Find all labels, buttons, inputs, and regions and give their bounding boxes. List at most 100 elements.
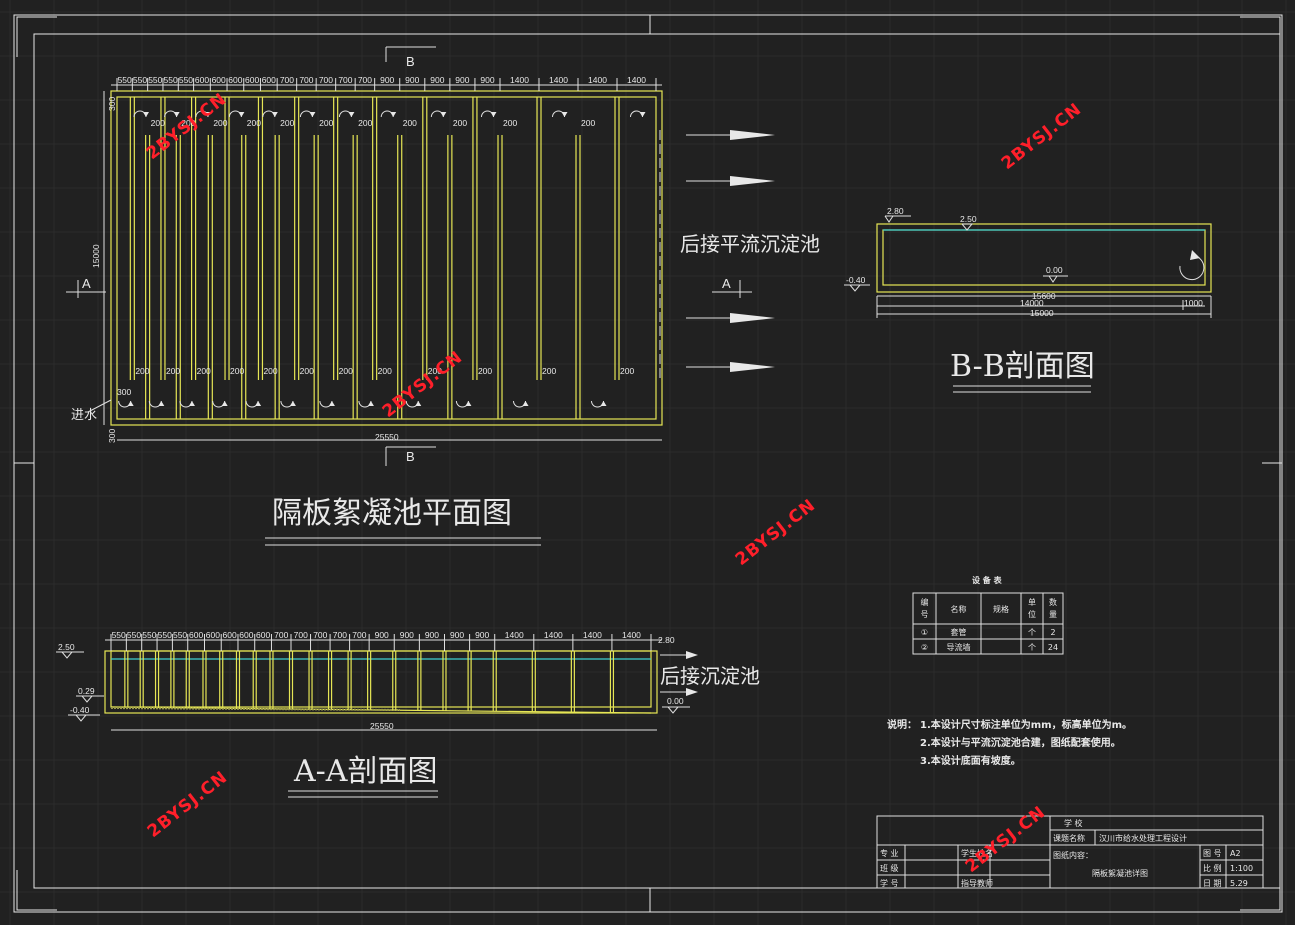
- aa-top-dim: 550: [127, 630, 141, 640]
- aa-length-dim: 25550: [370, 721, 394, 731]
- plan-top-dim: 600: [228, 75, 242, 85]
- aa-top-dim: 550: [142, 630, 156, 640]
- bb-section: 15600 14000 1000 15000 2.80 2.50 0.00 -0…: [844, 206, 1212, 393]
- gap-label: 200: [319, 118, 333, 128]
- gap-label: 200: [166, 366, 180, 376]
- aa-baffle-walls: [124, 651, 615, 713]
- aa-top-dim: 700: [313, 630, 327, 640]
- gap-label: 200: [542, 366, 556, 376]
- tb-date-label: 日 期: [1203, 879, 1222, 888]
- flow-turn-head: [309, 112, 316, 117]
- flow-turn-head: [204, 112, 211, 117]
- aa-top-dim: 1400: [505, 630, 524, 640]
- gap-label: 200: [478, 366, 492, 376]
- aa-top-dim: 900: [450, 630, 464, 640]
- equipment-cell: 2: [1050, 628, 1055, 637]
- aa-top-dim: 550: [112, 630, 126, 640]
- flow-turn-head: [173, 112, 180, 117]
- equipment-headers: 编号名称规格单位数量: [921, 597, 1058, 619]
- watermark: 2BYSJ.CN: [962, 802, 1050, 877]
- gap-label: 200: [247, 118, 261, 128]
- tb-advisor: 指导教师: [961, 878, 993, 888]
- bb-el-water: 2.50: [960, 214, 977, 224]
- plan-top-dim: 1400: [510, 75, 529, 85]
- flow-turn-head: [158, 401, 165, 406]
- gap-label: 200: [403, 118, 417, 128]
- flow-turn-arrow: [212, 400, 226, 408]
- bb-el-top: 2.80: [887, 206, 904, 216]
- flow-turn-head: [188, 401, 195, 406]
- tb-major: 专 业: [880, 848, 899, 858]
- aa-el-029: 0.29: [78, 686, 95, 696]
- gap-label: 200: [378, 366, 392, 376]
- plan-top-dim: 550: [118, 75, 132, 85]
- flow-turn-head: [127, 401, 134, 406]
- drawing-frame: [13, 14, 1283, 913]
- gap-label: 200: [620, 366, 634, 376]
- flow-turn-head: [348, 112, 355, 117]
- plan-top-dim: 900: [455, 75, 469, 85]
- design-notes: 说明： 1.本设计尺寸标注单位为mm，标高单位为m。 2.本设计与平流沉淀池合建…: [887, 718, 1132, 767]
- gap-label: 200: [197, 366, 211, 376]
- note-line-2: 2.本设计与平流沉淀池合建，图纸配套使用。: [920, 736, 1121, 749]
- flow-turn-head: [415, 401, 422, 406]
- gap-label: 200: [358, 118, 372, 128]
- aa-top-dim: 600: [239, 630, 253, 640]
- flow-turn-head: [522, 401, 529, 406]
- plan-top-dim: 600: [195, 75, 209, 85]
- tb-sheet-no-label: 图 号: [1203, 849, 1222, 858]
- tb-school: 学 校: [1064, 818, 1083, 828]
- bb-title: B-B剖面图: [950, 349, 1095, 384]
- title-block: 学 校 课题名称 汉川市给水处理工程设计 图纸内容： 隔板絮凝池详图 专 业 班…: [876, 815, 1264, 889]
- tb-class: 班 级: [880, 863, 899, 873]
- bb-el-base: -0.40: [846, 275, 866, 285]
- plan-top-dim: 1400: [627, 75, 646, 85]
- plan-top-dim: 1400: [549, 75, 568, 85]
- aa-el-base: -0.40: [70, 705, 90, 715]
- gap-label: 200: [135, 366, 149, 376]
- gap-label: 200: [300, 366, 314, 376]
- flow-turn-head: [221, 401, 228, 406]
- aa-outlet-label: 后接沉淀池: [660, 665, 760, 688]
- equipment-header: 名称: [951, 604, 967, 614]
- gap-label: 200: [280, 118, 294, 128]
- tb-content-label: 图纸内容：: [1053, 850, 1093, 860]
- watermark: 2BYSJ.CN: [998, 99, 1086, 174]
- equipment-cell: 导流墙: [947, 642, 971, 652]
- gap-label: 200: [503, 118, 517, 128]
- flow-turn-arrow: [148, 400, 162, 408]
- plan-length-dim: 25550: [375, 432, 399, 442]
- equipment-cell: ①: [921, 628, 928, 637]
- gap-label: 200: [181, 118, 195, 128]
- flow-turn-head: [639, 112, 646, 117]
- gap-label: 200: [230, 366, 244, 376]
- flow-turn-arrow: [133, 110, 147, 118]
- aa-top-dim: 700: [294, 630, 308, 640]
- gap-label: 200: [263, 366, 277, 376]
- plan-top-dim: 700: [299, 75, 313, 85]
- flow-turn-head: [142, 112, 149, 117]
- outlet-label: 后接平流沉淀池: [680, 233, 820, 256]
- tb-project: 汉川市给水处理工程设计: [1099, 833, 1187, 843]
- aa-top-dim: 900: [375, 630, 389, 640]
- gap-label: 200: [151, 118, 165, 128]
- aa-top-dim: 550: [173, 630, 187, 640]
- plan-top-dim: 700: [280, 75, 294, 85]
- equipment-cell: 套管: [951, 627, 967, 637]
- plan-edge-dim-bottom: 300: [107, 429, 117, 443]
- tb-content: 隔板絮凝池详图: [1092, 868, 1148, 878]
- equipment-cell: 24: [1048, 643, 1058, 652]
- equipment-header: 单: [1028, 597, 1036, 607]
- aa-top-dim: 900: [425, 630, 439, 640]
- plan-top-dim: 900: [430, 75, 444, 85]
- flow-turn-head: [600, 401, 607, 406]
- plan-top-dim: 900: [380, 75, 394, 85]
- plan-top-dim: 700: [338, 75, 352, 85]
- equipment-header: 规格: [993, 604, 1009, 614]
- tb-student-name: 学生姓名: [961, 848, 993, 858]
- plan-top-dim: 600: [262, 75, 276, 85]
- plan-top-dim: 1400: [588, 75, 607, 85]
